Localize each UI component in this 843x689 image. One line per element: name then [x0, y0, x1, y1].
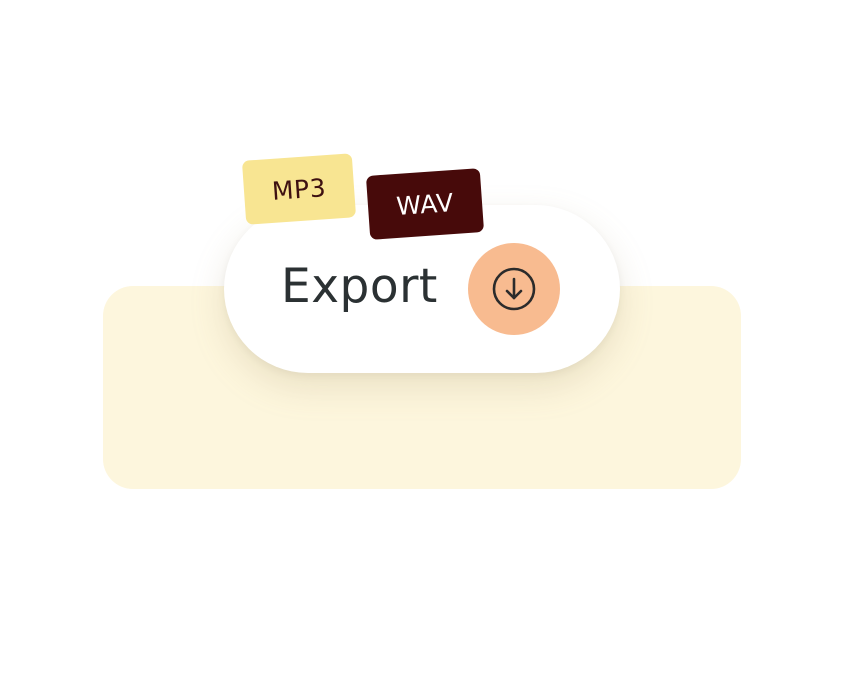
- download-button[interactable]: [468, 243, 560, 335]
- arrow-down-circle-icon: [492, 267, 536, 311]
- export-label: Export: [281, 259, 438, 314]
- format-badge-wav[interactable]: WAV: [365, 168, 485, 240]
- format-badge-mp3[interactable]: MP3: [241, 153, 357, 225]
